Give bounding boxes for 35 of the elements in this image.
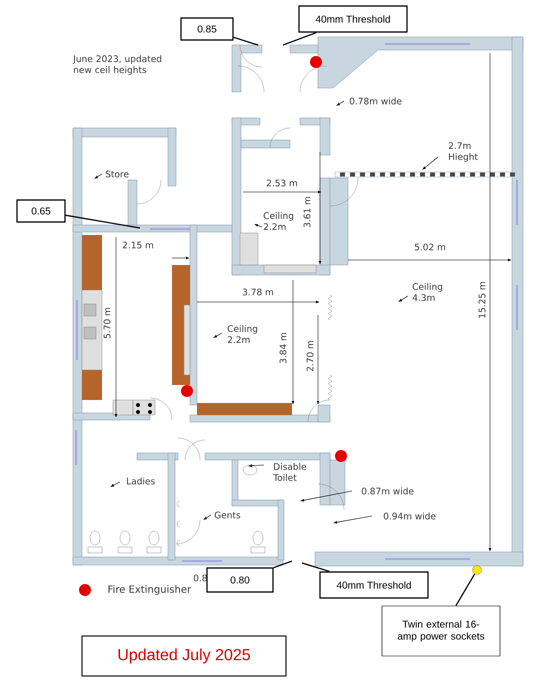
callout-box: 40mm Threshold [298, 5, 408, 33]
callout-box: 40mm Threshold [319, 571, 429, 599]
callout-box: 0.65 [16, 199, 66, 223]
leader-line [233, 36, 258, 46]
plan-label: 15.25 m [478, 282, 486, 318]
leader-line [66, 214, 140, 229]
legend-label: Fire Extinguisher [108, 585, 192, 595]
plan-label: Store [106, 170, 129, 178]
plan-label: June 2023, updated new ceil heights [72, 55, 162, 75]
leader-line [273, 560, 292, 568]
plan-label: 5.02 m [414, 244, 446, 250]
plan-label: 2.53 m [266, 180, 298, 186]
plan-label: Ceiling 2.2m [264, 212, 294, 230]
leader-line [455, 574, 476, 606]
plan-label: 0.78m wide [350, 98, 402, 104]
plan-label: Ladies [127, 478, 155, 484]
plan-label: Ceiling 4.3m [412, 283, 442, 301]
plan-label: 3.61 m [304, 196, 310, 228]
plan-label: 2.70 m [306, 340, 314, 372]
callout-box: 0.80 [206, 567, 274, 593]
plan-label: 2.15 m [122, 242, 154, 248]
plan-label: 5.70 m [104, 308, 110, 338]
plan-label: 3.78 m [242, 288, 274, 296]
plan-label: Disable Toilet [273, 463, 306, 481]
plan-label: Gents [214, 512, 240, 518]
callout-box: Twin external 16-amp power sockets [382, 606, 500, 656]
plan-label: 2.7m Hieght [448, 142, 478, 162]
leader-line [302, 562, 330, 572]
plan-label: 3.84 m [280, 332, 286, 364]
callout-box: 0.85 [180, 17, 234, 41]
plan-label: Ceiling 2.2m [228, 325, 258, 343]
note-box: Updated July 2025 [82, 636, 286, 676]
plan-label: 0.94m wide [384, 512, 436, 520]
plan-label: 0.87m wide [362, 488, 414, 494]
socket-marker [472, 565, 482, 575]
